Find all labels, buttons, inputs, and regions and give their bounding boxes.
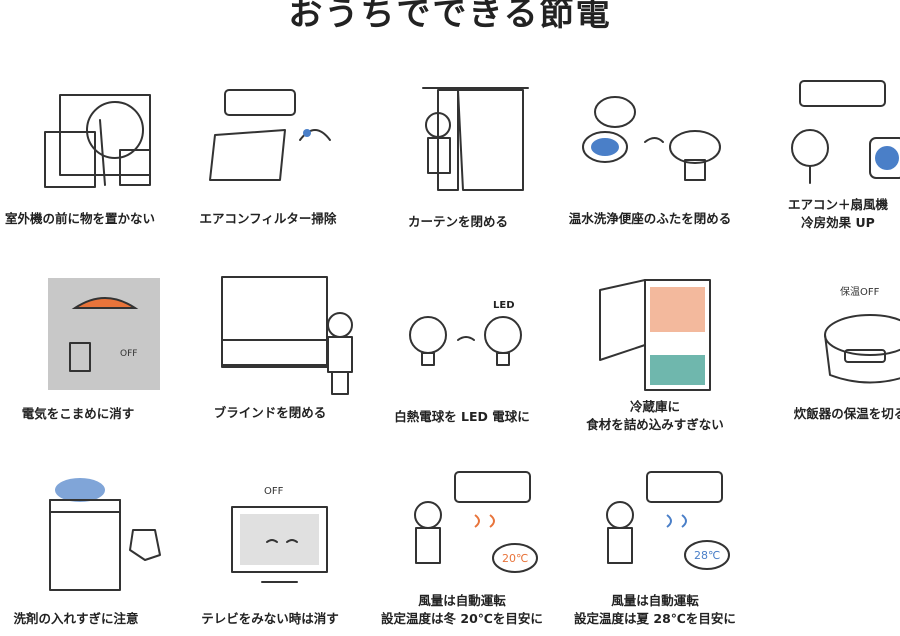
fridge-illustration [565,275,755,395]
item-label: ブラインドを閉める [213,405,327,420]
label-line-2: 冷房効果 UP [801,215,875,230]
aircon-filter-icon [209,89,331,181]
blind-illustration [180,275,370,400]
item-label: 風量は自動運転 設定温度は夏 28℃を目安に [555,592,755,628]
item-label: カーテンを閉める [407,214,508,229]
fridge-icon [599,279,711,391]
item-label: 室外機の前に物を置かない [4,211,155,226]
label-line-1: 風量は自動運転 [418,593,506,608]
item-label: 白熱電球を LED 電球に [394,409,530,424]
item-label: 電気をこまめに消す [21,406,135,421]
rice-cooker-icon: 保温OFF [824,285,900,384]
item-label: 洗剤の入れすぎに注意 [13,611,139,626]
item-label: 冷蔵庫に 食材を詰め込みすぎない [555,398,755,434]
fan-aircon-icon [791,80,900,184]
curtain-icon [422,87,529,191]
curtain-illustration [363,80,553,200]
label-line-2: 食材を詰め込みすぎない [586,417,724,432]
label-line-2: 設定温度は冬 20℃を目安に [381,611,543,626]
washer-illustration [0,470,190,595]
item-label: 風量は自動運転 設定温度は冬 20℃を目安に [362,592,562,628]
item-label: エアコン＋扇風機 冷房効果 UP [738,196,900,232]
tv-illustration: OFF [172,482,362,587]
label-line-1: 冷蔵庫に [629,399,680,414]
aircon-cooling-icon: 28℃ [606,471,730,570]
item-label: 炊飯器の保温を切る [793,406,900,421]
blind-icon [221,276,353,395]
item-label: 温水洗浄便座のふたを閉める [568,211,732,226]
washing-machine-icon [49,478,161,591]
temperature-20: 20℃ [502,552,528,565]
item-label: エアコンフィルター掃除 [199,211,337,226]
label-line-1: エアコン＋扇風機 [787,197,888,212]
keep-warm-off-sign: 保温OFF [840,285,880,298]
toilet-lid-icon [582,96,721,181]
rice-cooker-illustration: 保温OFF [760,280,900,390]
led-bulb-icon: LED [409,300,522,366]
page-title: おうちでできる節電 [288,0,612,34]
toilet-illustration [555,92,745,187]
label-line-2: 設定温度は夏 28℃を目安に [574,611,736,626]
led-bulb-illustration: LED [363,292,553,387]
summer-aircon-illustration: 28℃ [567,470,757,595]
light-off-icon: OFF [48,278,160,390]
light-switch-illustration: OFF [0,278,190,393]
outdoor-unit-illustration [0,90,190,190]
label-line-1: 風量は自動運転 [611,593,699,608]
fan-illustration [745,78,900,188]
off-sign: OFF [264,486,284,497]
tv-icon: OFF [231,486,328,583]
off-sign: OFF [120,349,137,359]
item-label: テレビをみない時は消す [201,611,339,626]
filter-illustration [175,85,365,185]
temperature-28: 28℃ [694,549,720,562]
aircon-heating-icon: 20℃ [414,471,538,573]
winter-aircon-illustration: 20℃ [375,470,565,595]
outdoor-unit-icon [44,94,151,188]
led-sign: LED [493,300,515,311]
